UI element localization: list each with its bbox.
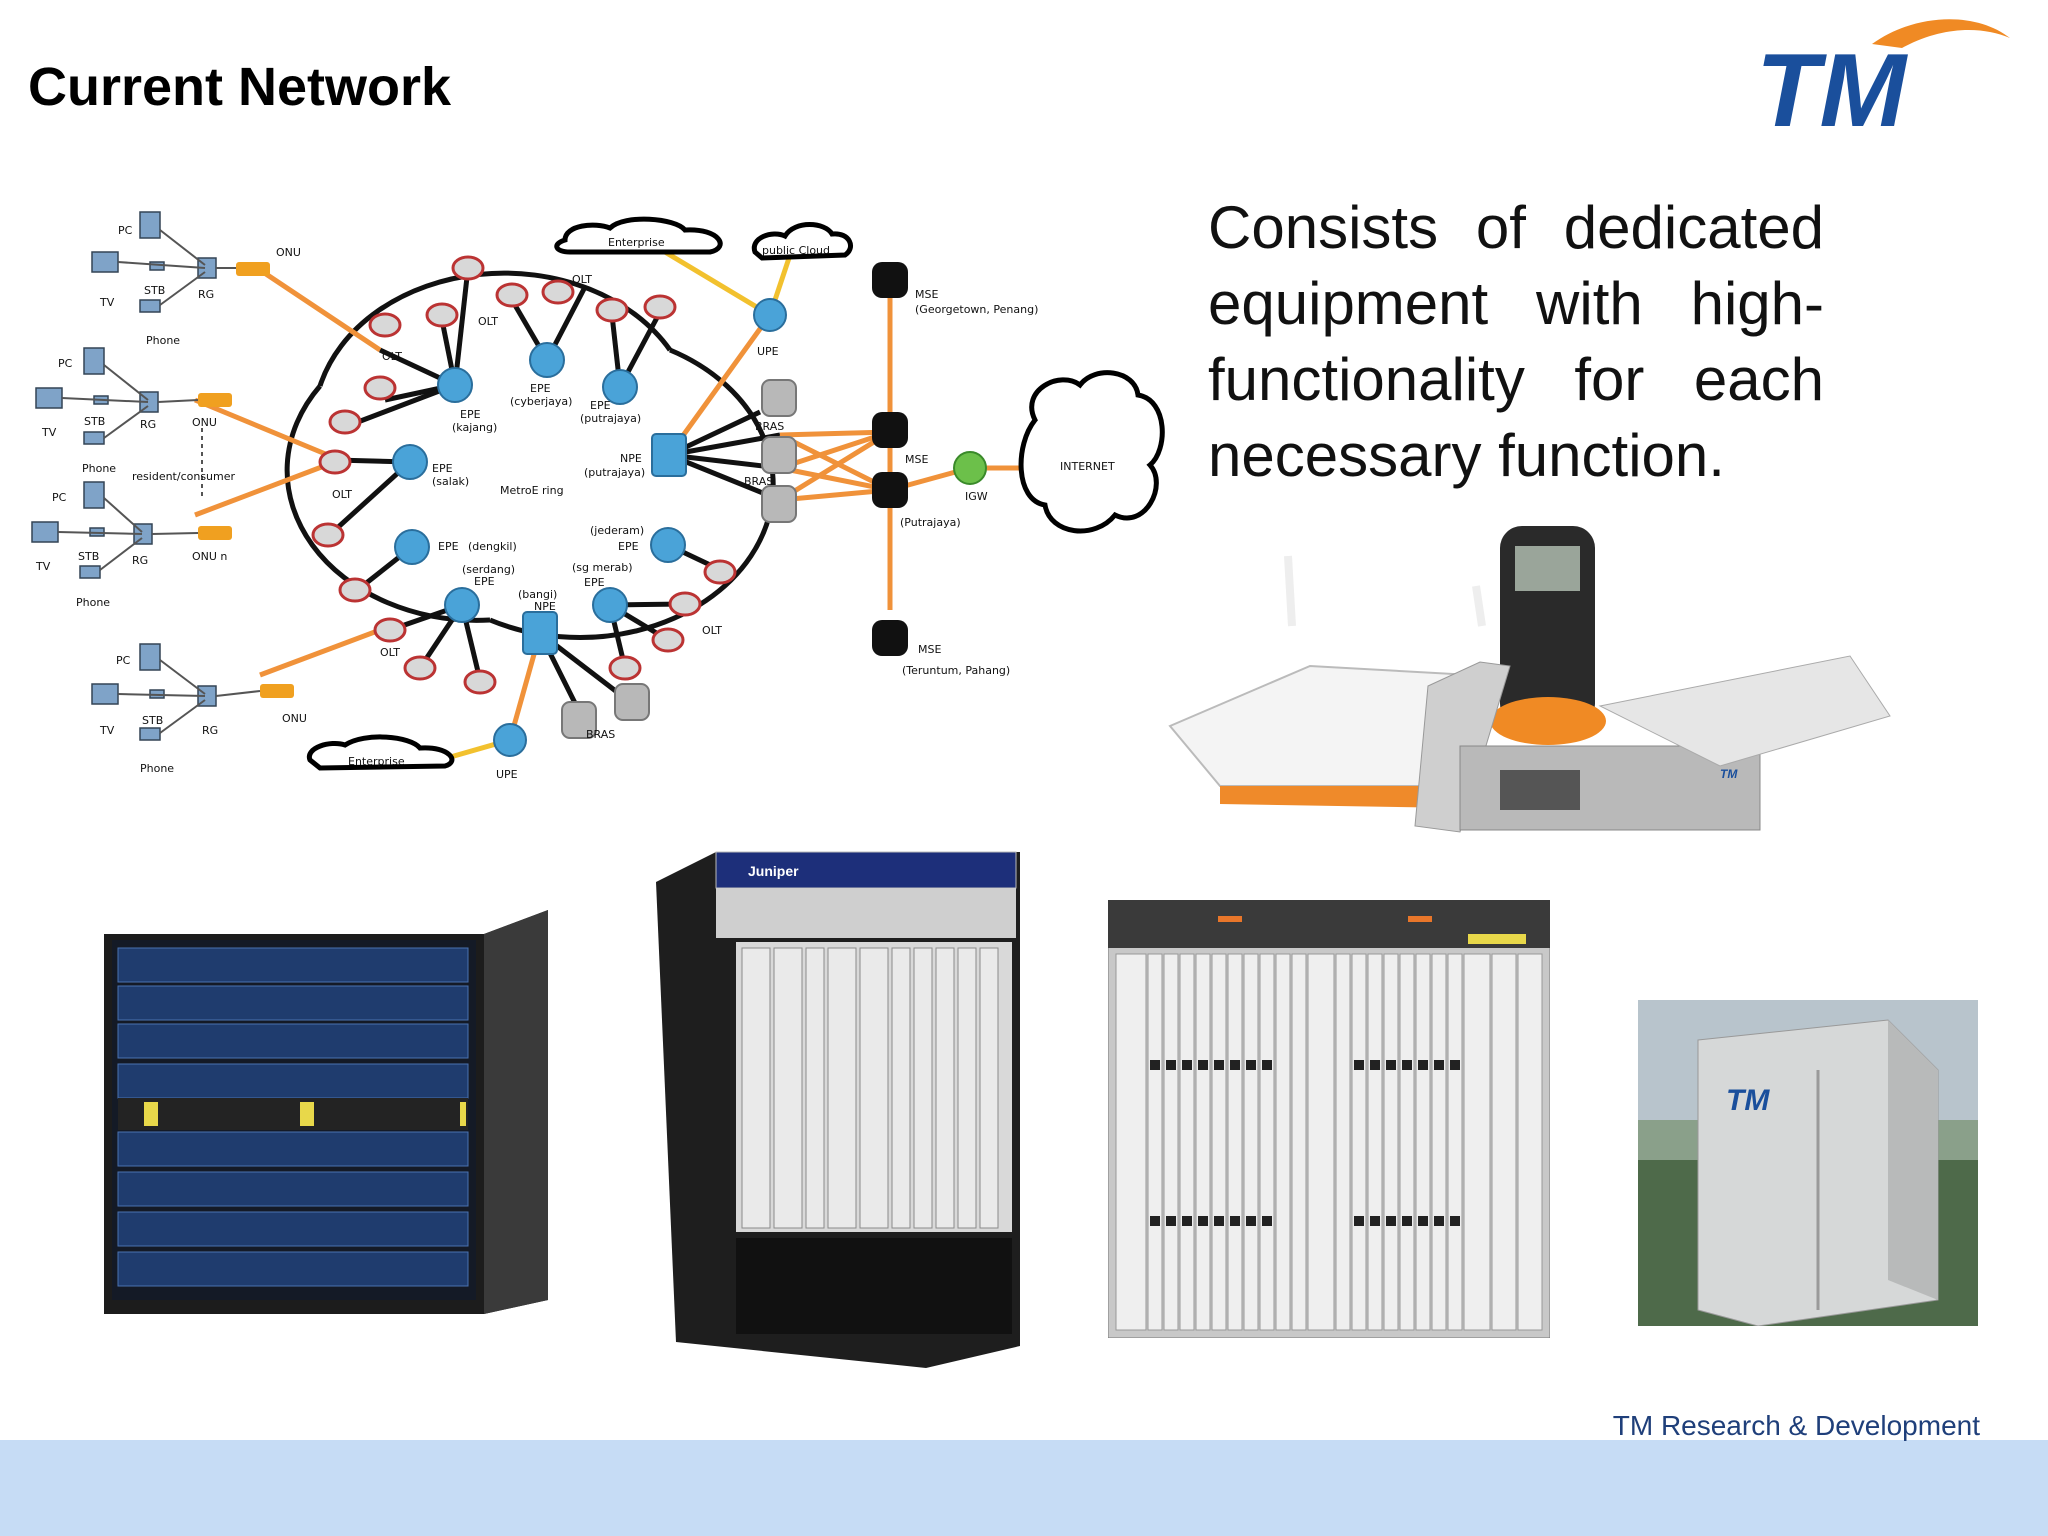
label-olt-4: OLT bbox=[332, 488, 352, 501]
label-olt-1: OLT bbox=[572, 273, 592, 286]
label-stb-4: STB bbox=[142, 714, 163, 727]
slide-description: Consists of dedicated equipment with hig… bbox=[1208, 194, 1824, 489]
network-diagram: Enterprise public Cloud Enterprise MSE (… bbox=[31, 211, 1165, 781]
igw-node bbox=[953, 451, 987, 485]
modem-device bbox=[1598, 655, 1891, 767]
label-onu-4: ONU bbox=[282, 712, 307, 725]
label-mse-mid: MSE bbox=[905, 453, 928, 466]
public-cloud bbox=[751, 222, 853, 261]
label-mse-bottom-loc: (Teruntum, Pahang) bbox=[902, 664, 1010, 677]
label-epe-dengkil: EPE bbox=[438, 540, 459, 553]
rack-switch-photo bbox=[104, 910, 548, 1314]
label-tv-1: TV bbox=[99, 296, 115, 309]
label-epe-jederam: EPE bbox=[618, 540, 639, 553]
label-epe-cyberjaya: EPE bbox=[530, 382, 551, 395]
label-tv-2: TV bbox=[41, 426, 57, 439]
label-rg-3: RG bbox=[132, 554, 148, 567]
label-mse-bottom: MSE bbox=[918, 643, 941, 656]
label-onu-1: ONU bbox=[276, 246, 301, 259]
label-npe-bottom-loc: (bangi) bbox=[518, 588, 557, 601]
label-stb-3: STB bbox=[78, 550, 99, 563]
label-pc-3: PC bbox=[52, 491, 67, 504]
label-epe-sgmerab: EPE bbox=[584, 576, 605, 589]
label-phone-4: Phone bbox=[140, 762, 174, 775]
label-epe-serdang-loc: (serdang) bbox=[462, 563, 515, 576]
cabinet-brand-label: TM bbox=[1726, 1084, 1770, 1117]
label-olt-5: OLT bbox=[380, 646, 400, 659]
label-enterprise-bottom: Enterprise bbox=[348, 755, 405, 768]
label-mse-top-loc: (Georgetown, Penang) bbox=[915, 303, 1038, 316]
internet-cloud bbox=[1018, 370, 1165, 534]
label-onu-2: ONU bbox=[192, 416, 217, 429]
footer-bar bbox=[0, 1440, 2048, 1536]
label-internet: INTERNET bbox=[1060, 460, 1115, 473]
label-epe-putrajaya-loc: (putrajaya) bbox=[580, 412, 641, 425]
juniper-brand-label: Juniper bbox=[748, 863, 799, 879]
label-pc-4: PC bbox=[116, 654, 131, 667]
label-epe-salak-loc: (salak) bbox=[432, 475, 469, 488]
label-mse-mid-loc: (Putrajaya) bbox=[900, 516, 961, 529]
npe-bottom-switch bbox=[522, 611, 558, 655]
metro-ring-right bbox=[489, 347, 776, 641]
logo-text: TM bbox=[1756, 33, 1909, 138]
label-epe-cyberjaya-loc: (cyberjaya) bbox=[510, 395, 572, 408]
label-rg-2: RG bbox=[140, 418, 156, 431]
label-igw: IGW bbox=[965, 490, 988, 503]
label-phone-2: Phone bbox=[82, 462, 116, 475]
enterprise-cloud-bottom bbox=[306, 734, 455, 771]
label-epe-jederam-loc: (jederam) bbox=[590, 524, 644, 537]
label-bras-3: BRAS bbox=[586, 728, 615, 741]
label-epe-kajang: EPE bbox=[460, 408, 481, 421]
label-olt-3: OLT bbox=[382, 350, 402, 363]
tm-logo: TM bbox=[1756, 19, 2010, 138]
label-pc-2: PC bbox=[58, 357, 73, 370]
label-epe-sgmerab-loc: (sg merab) bbox=[572, 561, 633, 574]
label-npe-bottom: NPE bbox=[534, 600, 556, 613]
label-onu-n: ONU n bbox=[192, 550, 227, 563]
label-stb-2: STB bbox=[84, 415, 105, 428]
label-rg-4: RG bbox=[202, 724, 218, 737]
npe-top-switch bbox=[651, 433, 687, 477]
label-upe-top: UPE bbox=[757, 345, 779, 358]
label-epe-kajang-loc: (kajang) bbox=[452, 421, 497, 434]
label-enterprise-top: Enterprise bbox=[608, 236, 665, 249]
label-olt-2: OLT bbox=[478, 315, 498, 328]
label-npe-top: NPE bbox=[620, 452, 642, 465]
label-phone-1: Phone bbox=[146, 334, 180, 347]
label-npe-top-loc: (putrajaya) bbox=[584, 466, 645, 479]
juniper-router-photo: Juniper bbox=[656, 851, 1020, 1368]
label-epe-putrajaya: EPE bbox=[590, 399, 611, 412]
label-resident: resident/consumer bbox=[132, 470, 236, 483]
label-upe-bottom: UPE bbox=[496, 768, 518, 781]
label-tv-4: TV bbox=[99, 724, 115, 737]
device-brand-label: TM bbox=[1720, 767, 1738, 781]
label-epe-serdang: EPE bbox=[474, 575, 495, 588]
footer-text: TM Research & Development bbox=[1612, 1410, 1980, 1441]
label-phone-3: Phone bbox=[76, 596, 110, 609]
label-bras-1: BRAS bbox=[755, 420, 784, 433]
label-public-cloud: public Cloud bbox=[762, 244, 830, 257]
enterprise-cloud-top bbox=[554, 216, 723, 255]
label-pc-1: PC bbox=[118, 224, 133, 237]
cpe-devices-photo: TM bbox=[1168, 526, 1891, 833]
label-bras-2: BRAS bbox=[744, 475, 773, 488]
label-stb-1: STB bbox=[144, 284, 165, 297]
olt-shelf-photo bbox=[1108, 900, 1550, 1338]
label-rg-1: RG bbox=[198, 288, 214, 301]
label-tv-3: TV bbox=[35, 560, 51, 573]
label-mse-top: MSE bbox=[915, 288, 938, 301]
logo-swoosh bbox=[1872, 19, 2010, 48]
street-cabinet-photo: TM bbox=[1638, 1000, 1978, 1326]
slide-title: Current Network bbox=[28, 57, 452, 117]
label-epe-dengkil-loc: (dengkil) bbox=[468, 540, 517, 553]
label-olt-6: OLT bbox=[702, 624, 722, 637]
label-epe-salak: EPE bbox=[432, 462, 453, 475]
label-metro-ring: MetroE ring bbox=[500, 484, 564, 497]
